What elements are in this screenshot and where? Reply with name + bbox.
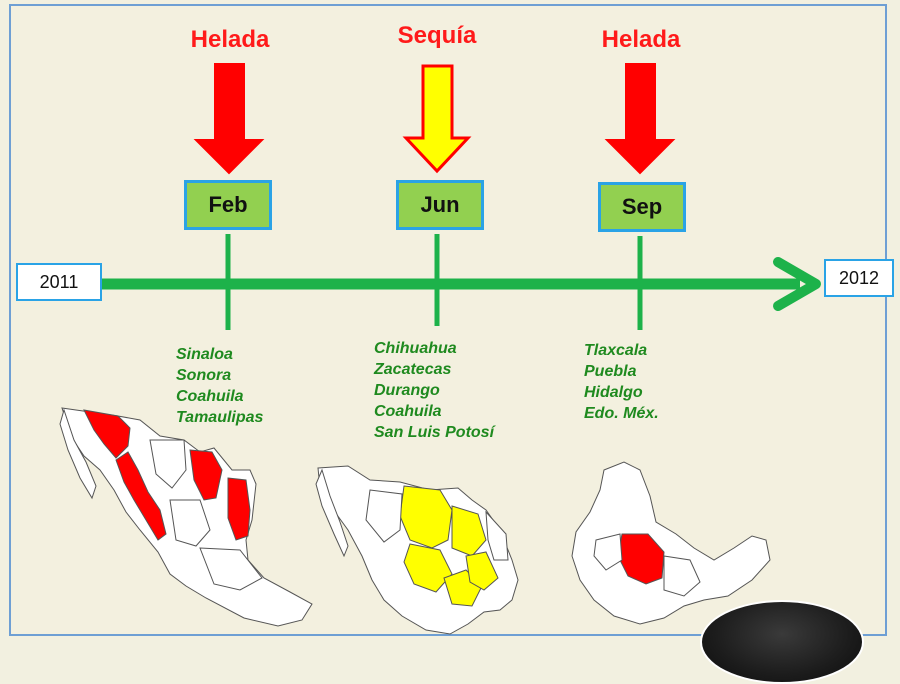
state-list-feb: Sinaloa Sonora Coahuila Tamaulipas [176, 344, 263, 428]
state-item: Tlaxcala [584, 342, 648, 359]
map-mexico-frost-sep [571, 461, 771, 625]
state-item: Durango [374, 382, 440, 399]
state-list-sep: Tlaxcala Puebla Hidalgo Edo. Méx. [584, 340, 659, 424]
portrait-photo [700, 600, 864, 684]
timeline-arrowhead [773, 257, 821, 311]
map-mexico-drought-jun [315, 465, 519, 635]
state-item: Tamaulipas [176, 409, 264, 426]
map-mexico-frost-feb [59, 407, 313, 627]
down-arrow-feb [193, 63, 265, 175]
state-item: San Luis Potosí [374, 424, 495, 441]
state-item: Zacatecas [374, 361, 452, 378]
month-box-jun: Jun [396, 180, 484, 230]
down-arrow-sep [604, 63, 676, 175]
state-item: Coahuila [374, 403, 442, 420]
event-label-feb: Helada [190, 26, 270, 53]
state-item: Chihuahua [374, 340, 457, 357]
state-item: Coahuila [176, 388, 244, 405]
year-box-start: 2011 [16, 263, 102, 301]
month-box-feb: Feb [184, 180, 272, 230]
event-label-jun: Sequía [397, 22, 477, 49]
timeline-graphic [59, 63, 821, 635]
year-box-end: 2012 [824, 259, 894, 297]
state-item: Edo. Méx. [584, 405, 659, 422]
state-list-jun: Chihuahua Zacatecas Durango Coahuila San… [374, 338, 494, 443]
event-label-sep: Helada [601, 26, 681, 53]
state-item: Sonora [176, 367, 232, 384]
down-arrow-jun [402, 64, 472, 174]
state-item: Sinaloa [176, 346, 233, 363]
state-item: Puebla [584, 363, 637, 380]
state-item: Hidalgo [584, 384, 643, 401]
month-box-sep: Sep [598, 182, 686, 232]
